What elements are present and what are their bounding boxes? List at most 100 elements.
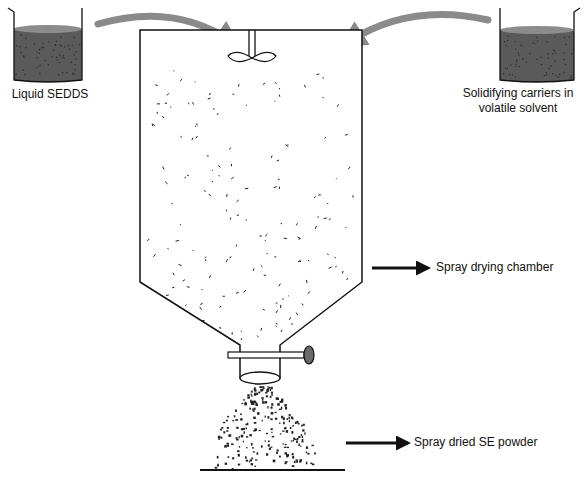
powder-particle [296, 441, 298, 443]
label: Spray dried SE powder [414, 435, 584, 450]
droplet [299, 260, 300, 261]
droplet [276, 323, 278, 325]
powder-particle [229, 434, 232, 436]
texture-dot [553, 49, 554, 50]
powder-particle [288, 417, 289, 419]
droplet [213, 108, 214, 110]
label-holder: Spray dried SE powder [414, 435, 584, 450]
droplet [246, 105, 247, 106]
droplet [226, 194, 227, 197]
powder-particle [252, 408, 254, 410]
droplet [263, 83, 265, 85]
outlet [240, 372, 280, 384]
texture-dot [75, 51, 76, 52]
powder-particle [272, 436, 274, 437]
texture-dot [48, 41, 49, 42]
powder-particle [291, 431, 293, 434]
powder-particle [281, 400, 284, 403]
texture-dot [73, 54, 74, 55]
powder-particle [243, 428, 245, 430]
droplet [308, 291, 311, 293]
powder-particle [257, 452, 259, 454]
droplet [183, 280, 185, 282]
powder-particle [259, 430, 261, 431]
texture-dot [36, 51, 37, 52]
powder-particle [254, 393, 256, 395]
texture-dot [555, 75, 556, 76]
beaker-outline [500, 8, 580, 82]
texture-dot [571, 75, 572, 76]
texture-dot [45, 60, 46, 61]
powder-particle [282, 431, 284, 432]
powder-particle [241, 403, 243, 404]
texture-dot [506, 45, 507, 46]
powder-particle [307, 453, 309, 455]
texture-dot [503, 73, 504, 74]
powder-particle [276, 452, 278, 454]
powder-particle [290, 427, 292, 429]
droplet [241, 331, 242, 332]
powder-particle [245, 456, 247, 458]
texture-dot [73, 37, 74, 38]
powder-particle [287, 447, 289, 448]
texture-dot [23, 55, 24, 56]
texture-dot [529, 53, 530, 54]
powder-particle [273, 460, 276, 463]
droplet [278, 179, 280, 180]
texture-dot [512, 74, 513, 75]
texture-dot [515, 64, 516, 65]
texture-dot [522, 45, 523, 46]
texture-dot [537, 40, 538, 41]
texture-dot [570, 77, 571, 78]
droplet [231, 177, 233, 179]
powder-particle [227, 416, 229, 418]
powder-particle [253, 410, 255, 412]
texture-dot [559, 74, 560, 75]
droplet [261, 265, 263, 267]
droplet [285, 145, 288, 147]
droplet [172, 287, 174, 289]
powder-particle [236, 439, 239, 441]
powder-particle [255, 466, 257, 467]
droplet [178, 264, 181, 265]
droplet [291, 323, 293, 324]
droplet [220, 327, 222, 329]
liquid-surface [500, 26, 574, 34]
powder-particle [255, 459, 257, 460]
droplet [180, 79, 182, 81]
powder-particle [275, 418, 277, 420]
droplet [298, 261, 301, 262]
droplet [276, 325, 277, 327]
droplet [167, 248, 168, 250]
powder-particle [251, 443, 253, 446]
texture-dot [516, 59, 517, 60]
powder-particle [283, 422, 285, 425]
droplet [200, 307, 202, 310]
texture-dot [42, 43, 43, 44]
powder-particle [239, 436, 240, 438]
powder-particle [271, 428, 273, 430]
powder-particle [270, 389, 271, 391]
powder-particle [232, 420, 234, 421]
texture-dot [60, 37, 61, 38]
valve-rod [228, 352, 304, 358]
droplet [263, 309, 265, 311]
texture-dot [546, 72, 547, 73]
powder-particle [253, 430, 256, 431]
texture-dot [69, 49, 70, 50]
powder-particle [261, 445, 263, 447]
powder-particle [260, 386, 262, 388]
droplet [173, 70, 174, 72]
droplet [217, 113, 218, 115]
texture-dot [62, 57, 63, 58]
powder-particle [217, 456, 219, 459]
label: Solidifying carriers in volatile solvent [452, 86, 584, 116]
droplet [170, 107, 171, 108]
texture-dot [519, 66, 520, 67]
texture-dot [541, 57, 542, 58]
droplet [327, 203, 329, 204]
powder-particle [271, 403, 273, 405]
droplet [192, 250, 194, 251]
texture-dot [39, 73, 40, 74]
